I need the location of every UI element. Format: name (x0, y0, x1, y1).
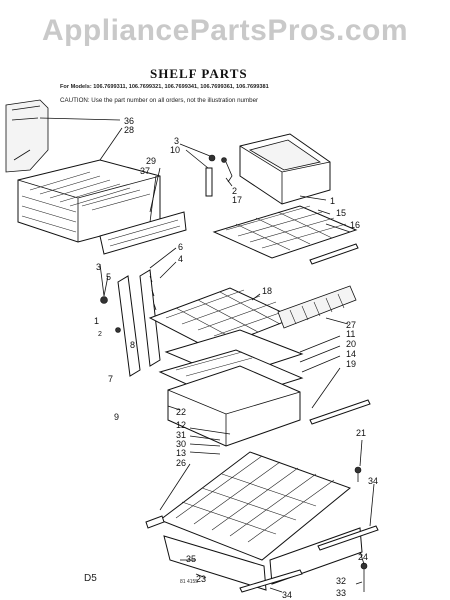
callout-33: 33 (336, 588, 346, 598)
callout-10: 10 (170, 145, 180, 155)
callout-8: 8 (130, 340, 135, 350)
callout-26: 26 (176, 458, 186, 468)
callout-labels: 36 28 3 10 29 37 2 17 1 15 16 6 4 3 5 18… (94, 116, 378, 600)
callout-1b: 1 (94, 316, 99, 326)
callout-29: 29 (146, 156, 156, 166)
callout-4: 4 (178, 254, 183, 264)
callout-27: 27 (346, 320, 356, 330)
part-hardware-top (205, 154, 233, 197)
callout-35: 35 (186, 554, 196, 564)
part-wire-shelf (212, 205, 358, 259)
page-number: D5 (84, 573, 97, 584)
callout-2b: 2 (98, 331, 102, 338)
part-crisper-drawer (17, 159, 161, 243)
models-line: For Models: 106.7699311, 106.7699321, 10… (60, 84, 269, 90)
callout-21: 21 (356, 428, 366, 438)
part-rod (309, 399, 371, 425)
callout-22: 22 (176, 407, 186, 417)
caution-line: CAUTION: Use the part number on all orde… (60, 97, 259, 104)
callout-34: 34 (368, 476, 378, 486)
callout-7: 7 (108, 374, 113, 384)
callout-24: 24 (358, 552, 368, 562)
callout-15: 15 (336, 208, 346, 218)
callout-23: 23 (196, 574, 206, 584)
callout-5: 5 (106, 272, 111, 282)
part-rail (309, 243, 359, 265)
callout-13: 13 (176, 448, 186, 458)
callout-30: 30 (176, 439, 186, 449)
callout-34b: 34 (282, 590, 292, 600)
leader-lines (39, 117, 375, 593)
callout-19: 19 (346, 359, 356, 369)
callout-37: 37 (140, 166, 150, 176)
part-lower-bins (145, 515, 379, 593)
callout-32: 32 (336, 576, 346, 586)
part-drawer-panel (99, 211, 187, 255)
part-grille (277, 285, 357, 329)
callout-12: 12 (176, 420, 186, 430)
watermark: AppliancePartsPros.com (41, 14, 409, 47)
callout-14: 14 (346, 349, 356, 359)
part-shelf-ladder (100, 269, 161, 377)
part-lower-shelf (158, 451, 351, 561)
part-meat-pan (167, 365, 301, 447)
callout-17: 17 (232, 195, 242, 205)
callout-36: 36 (124, 116, 134, 126)
callout-11: 11 (346, 329, 355, 339)
callout-6: 6 (178, 242, 183, 252)
callout-9: 9 (114, 412, 119, 422)
callout-18: 18 (262, 286, 272, 296)
part-fitting (354, 466, 362, 482)
callout-2: 2 (232, 186, 237, 196)
drawing-code: 81 4155 (180, 579, 199, 585)
callout-1: 1 (330, 196, 335, 206)
callout-20: 20 (346, 339, 356, 349)
part-dairy-bin (239, 133, 331, 205)
callout-28: 28 (124, 125, 134, 135)
callout-3: 3 (174, 136, 179, 146)
callout-3b: 3 (96, 262, 101, 272)
callout-31: 31 (176, 430, 186, 440)
diagram-title: SHELF PARTS (150, 66, 248, 81)
callout-16: 16 (350, 220, 360, 230)
part-side-guard (5, 99, 49, 173)
